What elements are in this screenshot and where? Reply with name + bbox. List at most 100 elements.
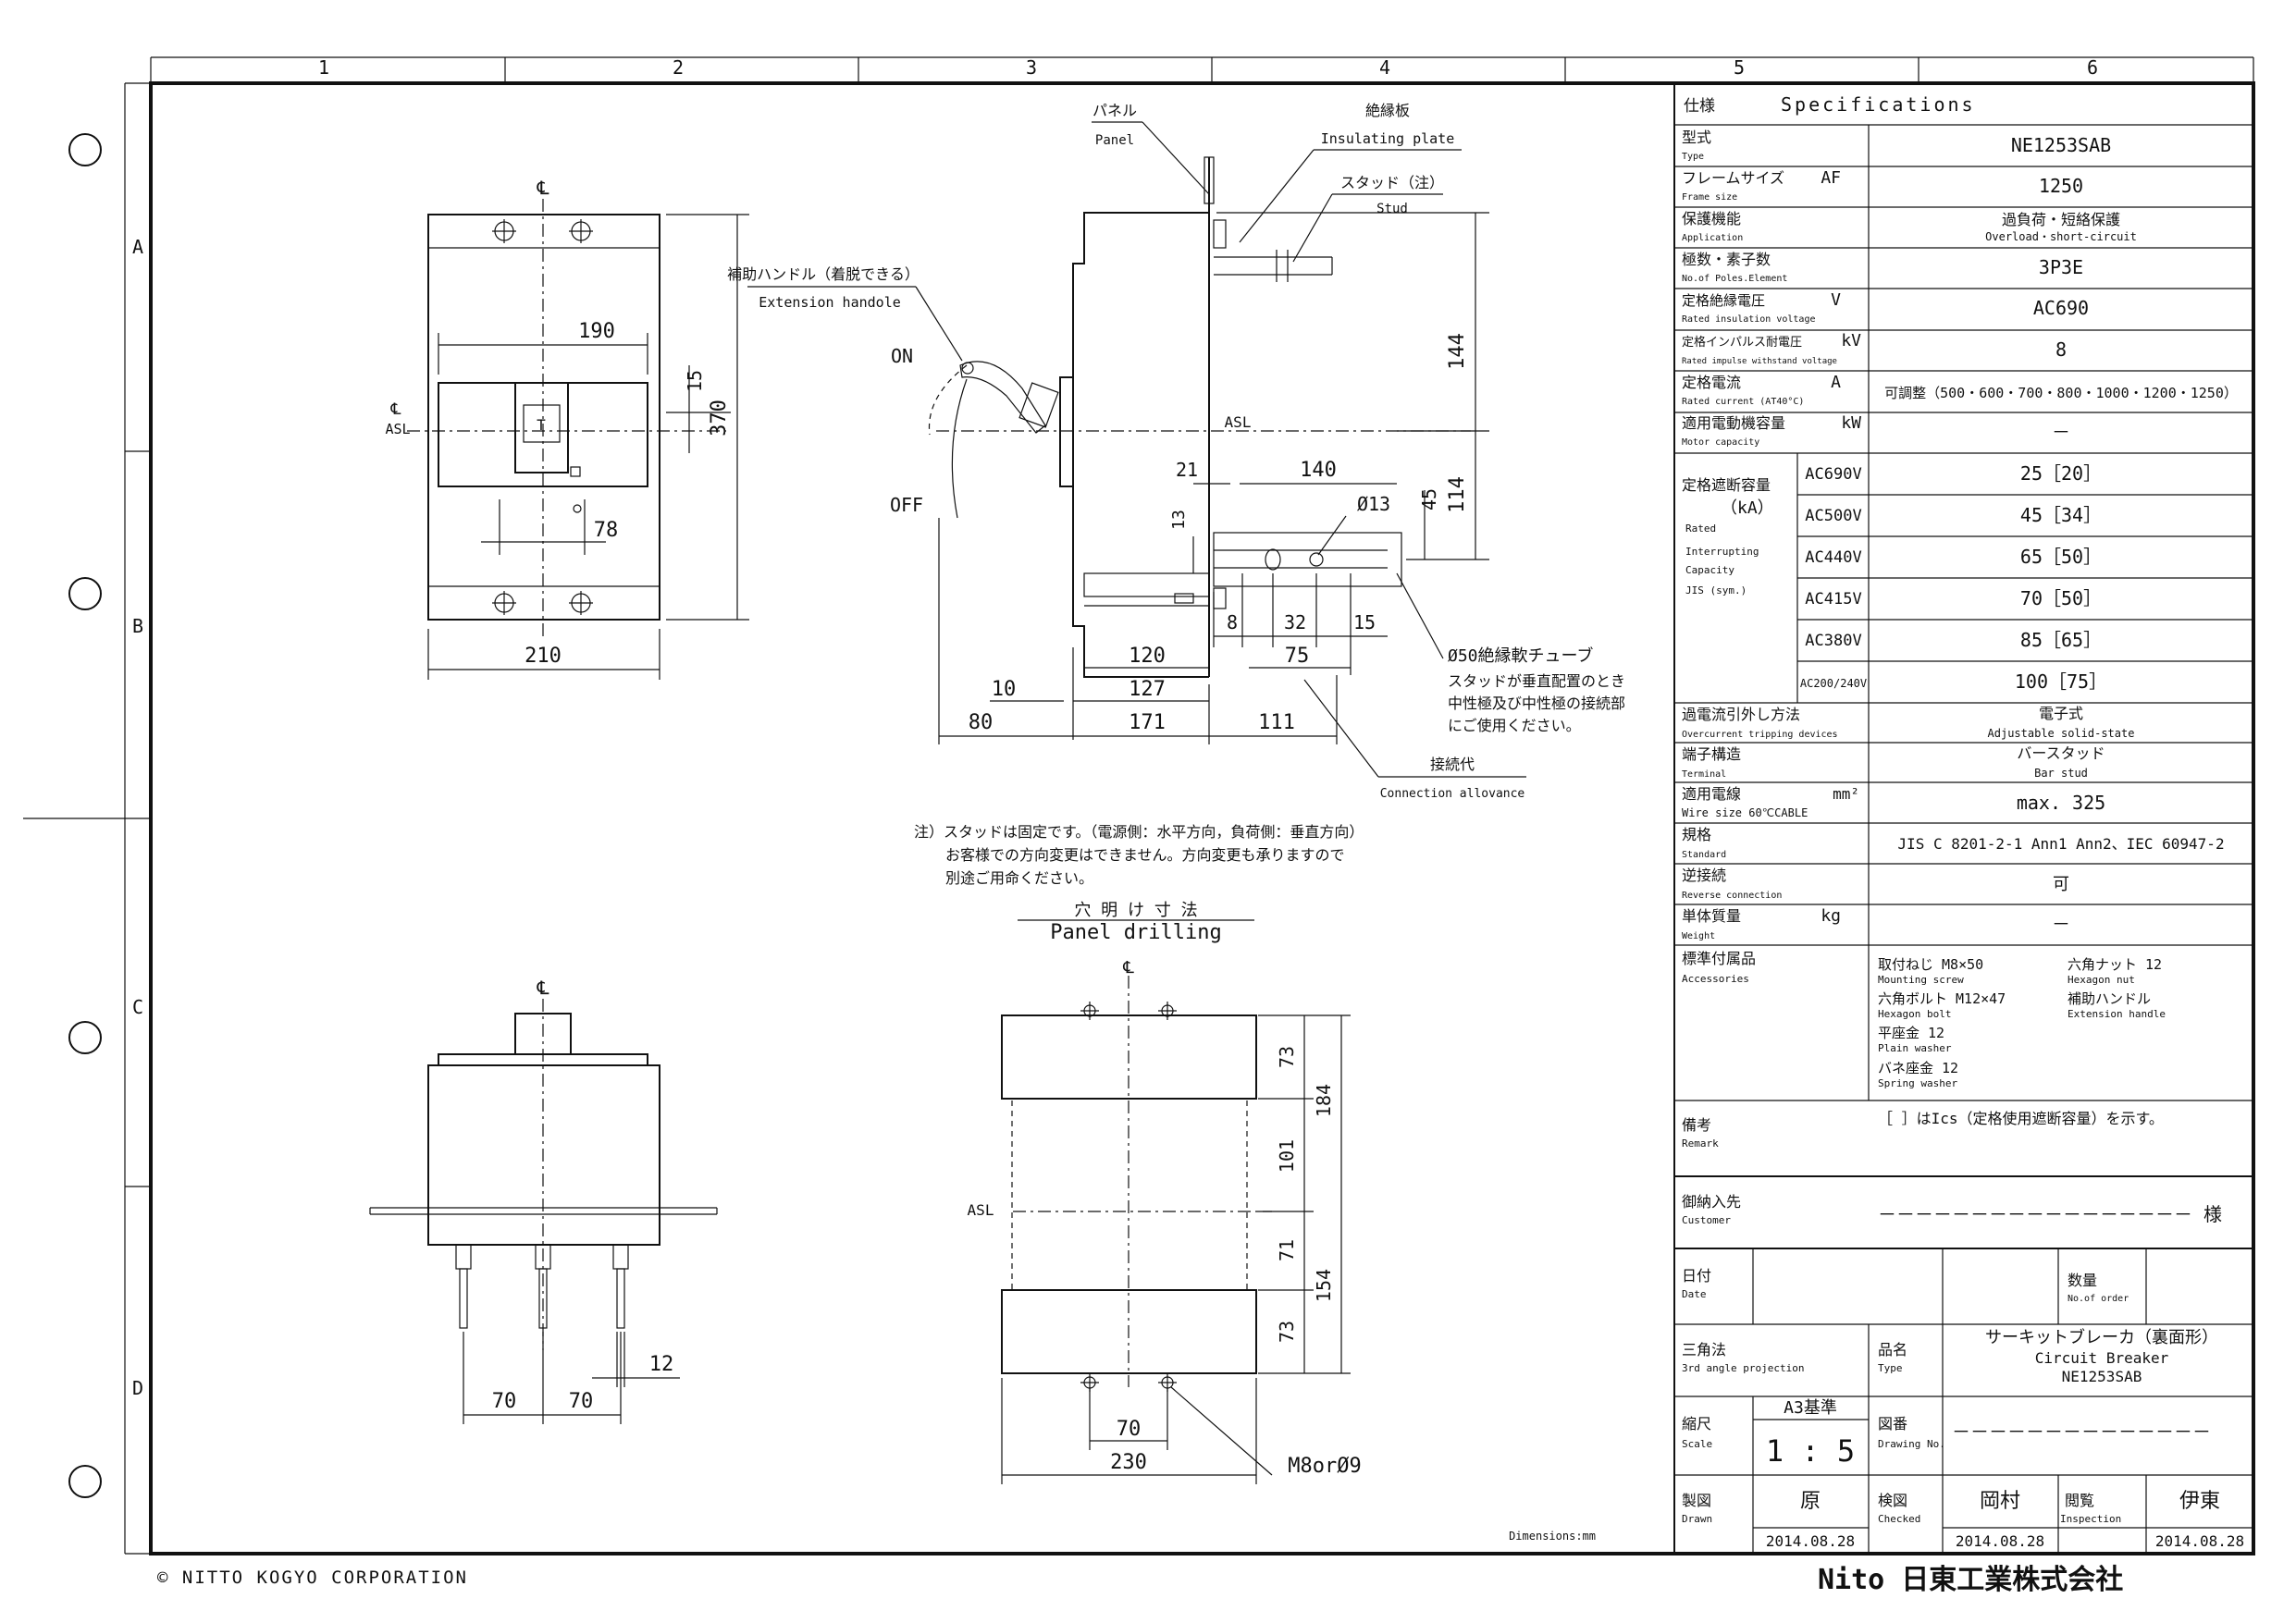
- svg-text:ON: ON: [891, 345, 913, 367]
- svg-text:六角ナット 12: 六角ナット 12: [2068, 956, 2162, 973]
- svg-text:NE1253SAB: NE1253SAB: [2011, 134, 2111, 156]
- svg-text:端子構造: 端子構造: [1682, 745, 1741, 763]
- svg-text:70: 70: [569, 1390, 594, 1413]
- binder-hole: [68, 1021, 102, 1054]
- svg-text:Hexagon nut: Hexagon nut: [2068, 974, 2135, 986]
- svg-text:78: 78: [594, 519, 619, 542]
- svg-text:Mounting screw: Mounting screw: [1878, 974, 1964, 986]
- svg-text:3P3E: 3P3E: [2039, 256, 2083, 278]
- svg-text:15: 15: [684, 370, 706, 392]
- svg-text:平座金 12: 平座金 12: [1878, 1025, 1944, 1041]
- svg-text:85［65］: 85［65］: [2020, 629, 2102, 651]
- svg-text:13: 13: [1169, 510, 1189, 530]
- svg-text:Drawing No.: Drawing No.: [1878, 1438, 1945, 1450]
- svg-text:AC690V: AC690V: [1805, 465, 1861, 484]
- svg-text:保護機能: 保護機能: [1682, 210, 1741, 227]
- svg-text:Type: Type: [1878, 1362, 1903, 1374]
- svg-text:御納入先: 御納入先: [1682, 1193, 1741, 1211]
- svg-text:1 : 5: 1 : 5: [1766, 1433, 1855, 1469]
- svg-text:定格インパルス耐電圧: 定格インパルス耐電圧: [1682, 335, 1802, 350]
- svg-text:適用電線: 適用電線: [1682, 785, 1741, 803]
- svg-text:Rated impulse withstand voltag: Rated impulse withstand voltage: [1682, 357, 1837, 366]
- svg-text:73: 73: [1276, 1321, 1298, 1343]
- svg-text:Rated: Rated: [1685, 523, 1716, 535]
- svg-text:71: 71: [1276, 1239, 1298, 1261]
- column-label: 2: [673, 56, 684, 79]
- centerline-mark: ℄: [537, 177, 549, 199]
- svg-text:AF: AF: [1821, 168, 1841, 188]
- svg-text:備考: 備考: [1682, 1116, 1711, 1134]
- svg-text:Hexagon bolt: Hexagon bolt: [1878, 1008, 1951, 1020]
- svg-text:規格: 規格: [1682, 826, 1711, 843]
- svg-text:V: V: [1831, 290, 1841, 310]
- svg-text:℄: ℄: [390, 400, 401, 419]
- svg-text:Terminal: Terminal: [1682, 769, 1726, 780]
- binder-hole: [68, 133, 102, 166]
- binder-holes: [68, 133, 102, 1498]
- svg-text:Customer: Customer: [1682, 1214, 1731, 1226]
- svg-text:45［34］: 45［34］: [2020, 504, 2102, 526]
- svg-text:2014.08.28: 2014.08.28: [2155, 1532, 2244, 1550]
- svg-text:OFF: OFF: [890, 494, 923, 516]
- spec-text: 仕様 Specifications 型式 Type NE1253SAB フレーム…: [1682, 93, 2238, 1304]
- svg-text:フレームサイズ: フレームサイズ: [1682, 169, 1784, 187]
- terminal-stud: [455, 1244, 629, 1329]
- svg-text:Capacity: Capacity: [1685, 564, 1734, 576]
- svg-text:Date: Date: [1682, 1288, 1707, 1300]
- svg-text:Connection allovance: Connection allovance: [1380, 787, 1525, 801]
- svg-text:サーキットブレーカ（裏面形）: サーキットブレーカ（裏面形）: [1985, 1327, 2218, 1347]
- svg-text:スタッドが垂直配置のとき: スタッドが垂直配置のとき: [1448, 672, 1625, 690]
- svg-text:逆接続: 逆接続: [1682, 867, 1726, 884]
- svg-text:Ø50絶縁軟チューブ: Ø50絶縁軟チューブ: [1448, 646, 1593, 666]
- svg-text:補助ハンドル: 補助ハンドル: [2068, 990, 2151, 1007]
- svg-text:Motor capacity: Motor capacity: [1682, 437, 1759, 448]
- svg-text:ASL: ASL: [385, 421, 410, 437]
- front-view: ℄ T ℄ ASL 190 210 78 15: [385, 177, 749, 680]
- svg-text:1250: 1250: [2039, 175, 2083, 197]
- svg-text:Extension handole: Extension handole: [759, 294, 901, 311]
- svg-text:Circuit Breaker: Circuit Breaker: [2035, 1349, 2169, 1367]
- svg-text:Overload・short-circuit: Overload・short-circuit: [1985, 230, 2137, 243]
- svg-text:－: －: [2052, 421, 2070, 443]
- svg-text:kg: kg: [1821, 906, 1841, 926]
- svg-text:定格遮断容量: 定格遮断容量: [1682, 476, 1771, 494]
- svg-text:接続代: 接続代: [1430, 756, 1475, 773]
- svg-text:絶縁板: 絶縁板: [1365, 102, 1410, 119]
- svg-text:Specifications: Specifications: [1781, 93, 1976, 116]
- svg-text:補助ハンドル（着脱できる）: 補助ハンドル（着脱できる）: [727, 265, 920, 283]
- svg-text:Spring washer: Spring washer: [1878, 1077, 1957, 1089]
- svg-text:140: 140: [1300, 459, 1337, 482]
- svg-text:45: 45: [1418, 488, 1440, 510]
- svg-text:Wire size 60℃CABLE: Wire size 60℃CABLE: [1682, 806, 1808, 819]
- zone-labels: 1 2 3 4 5 6 A B C D: [132, 56, 2098, 1399]
- svg-text:A: A: [1831, 373, 1841, 392]
- svg-text:－－－－－－－－－－－－－－－－－ 様: －－－－－－－－－－－－－－－－－ 様: [1878, 1203, 2222, 1225]
- svg-text:℄: ℄: [537, 977, 549, 999]
- stud-note: 注）スタッドは固定です。（電源側：水平方向，負荷側：垂直方向） お客様での方向変…: [914, 823, 1364, 887]
- svg-text:ASL: ASL: [968, 1201, 994, 1219]
- mounting-hole-icon: [492, 219, 593, 615]
- binder-hole: [68, 577, 102, 610]
- svg-text:ASL: ASL: [1225, 413, 1252, 431]
- title-block: 三角法 3rd angle projection 品名 Type サーキットブレ…: [1682, 1327, 2244, 1550]
- svg-text:Weight: Weight: [1682, 931, 1715, 941]
- svg-text:25［20］: 25［20］: [2020, 462, 2102, 485]
- svg-text:Remark: Remark: [1682, 1137, 1719, 1150]
- svg-text:三角法: 三角法: [1682, 1341, 1726, 1359]
- svg-text:Plain washer: Plain washer: [1878, 1042, 1952, 1054]
- svg-text:80: 80: [969, 711, 994, 734]
- svg-text:仕様: 仕様: [1684, 97, 1715, 116]
- svg-text:単体質量: 単体質量: [1682, 907, 1741, 925]
- svg-text:電子式: 電子式: [2039, 705, 2083, 722]
- panel-drilling: 穴 明 け 寸 法 Panel drilling ℄ ASL 73 184 10…: [968, 901, 1362, 1484]
- svg-text:Bar stud: Bar stud: [2034, 767, 2088, 780]
- svg-text:℄: ℄: [1122, 958, 1134, 977]
- svg-text:21: 21: [1176, 459, 1198, 481]
- svg-text:JIS C 8201-2-1 Ann1 Ann2、IEC 6: JIS C 8201-2-1 Ann1 Ann2、IEC 60947-2: [1897, 835, 2224, 853]
- svg-text:過負荷・短絡保護: 過負荷・短絡保護: [2002, 211, 2120, 228]
- svg-text:No.of Poles.Element: No.of Poles.Element: [1682, 274, 1787, 284]
- copyright: © NITTO KOGYO CORPORATION: [157, 1568, 468, 1588]
- svg-text:可調整（500・600・700・800・1000・1200・: 可調整（500・600・700・800・1000・1200・1250）: [1884, 385, 2238, 401]
- row-label: C: [132, 996, 143, 1018]
